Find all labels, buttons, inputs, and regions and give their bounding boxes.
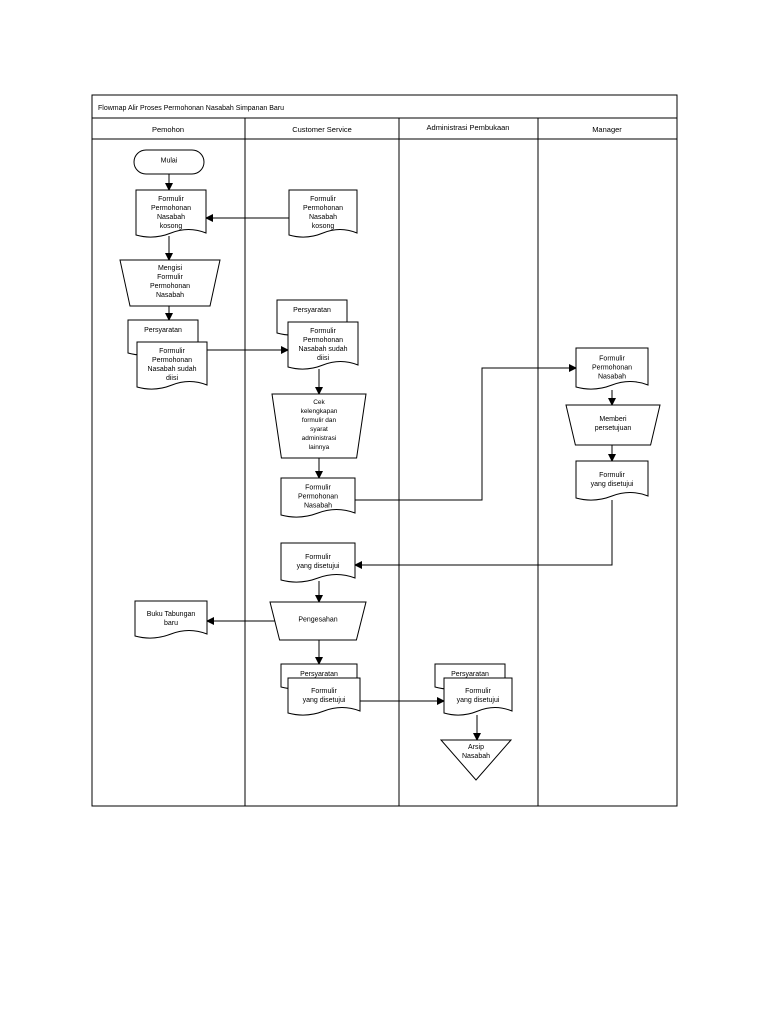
node-label-line: yang disetujui (591, 481, 634, 488)
node-pengesahan: Pengesahan (269, 601, 367, 641)
node-label-line: Persyaratan (451, 671, 489, 678)
node-label-line: Nasabah (598, 374, 626, 381)
node-label-line: yang disetujui (457, 697, 500, 704)
node-label-line: Persyaratan (300, 671, 338, 678)
node-shape (443, 677, 513, 716)
node-shape (133, 149, 205, 175)
node-shape (136, 341, 208, 390)
node-label-line: Persyaratan (293, 307, 331, 314)
node-label-line: Formulir (305, 485, 331, 492)
node-label-line: Pengesahan (298, 617, 337, 624)
node-label-line: Formulir (599, 356, 625, 363)
node-shape (287, 321, 359, 370)
node-label-line: Persyaratan (144, 327, 182, 334)
node-shape (575, 460, 649, 501)
node-label-line: yang disetujui (303, 697, 346, 704)
node-cs-form-setuju2: Formulir yang disetujui (287, 677, 361, 716)
node-shape (288, 189, 358, 238)
node-mulai: Mulai (133, 149, 205, 175)
node-shape (575, 347, 649, 390)
node-label-line: formulir dan (302, 417, 337, 424)
node-label-line: Mulai (161, 158, 178, 165)
edge-manager-back-to-cs (354, 500, 613, 569)
connectors (165, 174, 616, 741)
node-shape (269, 601, 367, 641)
node-label-line: Nasabah sudah (147, 366, 196, 373)
node-label-line: diisi (317, 355, 330, 362)
node-label-line: Formulir (310, 328, 336, 335)
node-buku: Buku Tabungan baru (134, 600, 208, 639)
flowmap-frame (91, 94, 678, 807)
node-label-line: Formulir (465, 688, 491, 695)
node-shape (271, 393, 367, 459)
node-memberi: Memberi persetujuan (565, 404, 661, 446)
node-label-line: kosong (312, 223, 335, 230)
node-label-line: kosong (160, 223, 183, 230)
node-label-line: Permohonan (151, 205, 191, 212)
node-label-line: Permohonan (592, 365, 632, 372)
node-label-line: Formulir (599, 472, 625, 479)
node-label-line: Mengisi (158, 265, 183, 272)
node-cek: Cek kelengkapan formulir dan syarat administ… (271, 393, 367, 459)
node-shape (280, 477, 356, 518)
node-label-line: Nasabah sudah (298, 346, 347, 353)
node-label-line: Cek (313, 399, 325, 406)
node-label-line: baru (164, 620, 178, 627)
node-label-line: Formulir (157, 274, 183, 281)
diagram-title: Flowmap Alir Proses Permohonan Nasabah S… (98, 105, 284, 112)
node-label-line: syarat (310, 426, 328, 433)
node-label-line: yang disetujui (297, 563, 340, 570)
node-label-line: Permohonan (298, 494, 338, 501)
node-shape (135, 189, 207, 238)
lane-header-manager: Manager (592, 125, 622, 134)
node-label-line: lainnya (309, 444, 330, 451)
node-label-line: Formulir (311, 688, 337, 695)
node-label-line: Permohonan (150, 283, 190, 290)
node-shape (565, 404, 661, 446)
node-label-line: Permohonan (152, 357, 192, 364)
node-shape (280, 542, 356, 583)
node-label-line: Formulir (310, 196, 336, 203)
node-label-line: Arsip (468, 744, 484, 751)
node-label-line: Formulir (159, 348, 185, 355)
node-label-line: Nasabah (309, 214, 337, 221)
node-label-line: Nasabah (157, 214, 185, 221)
flow-nodes: MulaiFormulirPermohonanNasabahkosongForm… (119, 149, 661, 781)
lane-headers: Pemohon Customer Service Administrasi Pe… (152, 123, 622, 134)
edge-cs-to-manager (355, 364, 577, 501)
lane-header-pemohon: Pemohon (152, 125, 184, 134)
node-shape (119, 259, 221, 307)
node-label-line: administrasi (302, 435, 337, 442)
node-label-line: Permohonan (303, 337, 343, 344)
node-m-form-setuju: Formulir yang disetujui (575, 460, 649, 501)
node-label-line: Nasabah (304, 503, 332, 510)
node-label-line: Memberi (599, 416, 627, 423)
node-label-line: Nasabah (156, 292, 184, 299)
node-label-line: Formulir (305, 554, 331, 561)
node-label-line: kelengkapan (301, 408, 338, 415)
node-label-line: diisi (166, 375, 179, 382)
lane-header-customer-service: Customer Service (292, 125, 352, 134)
node-label-line: persetujuan (595, 425, 632, 432)
node-label-line: Formulir (158, 196, 184, 203)
node-label-line: Buku Tabungan (147, 611, 196, 618)
node-shape (439, 739, 513, 781)
node-label-line: Nasabah (462, 753, 490, 760)
node-a-form-setuju: Formulir yang disetujui (443, 677, 513, 716)
node-label-line: Permohonan (303, 205, 343, 212)
node-cs-form-setuju: Formulir yang disetujui (280, 542, 356, 583)
lane-header-administrasi: Administrasi Pembukaan (427, 123, 510, 132)
node-shape (134, 600, 208, 639)
node-shape (287, 677, 361, 716)
